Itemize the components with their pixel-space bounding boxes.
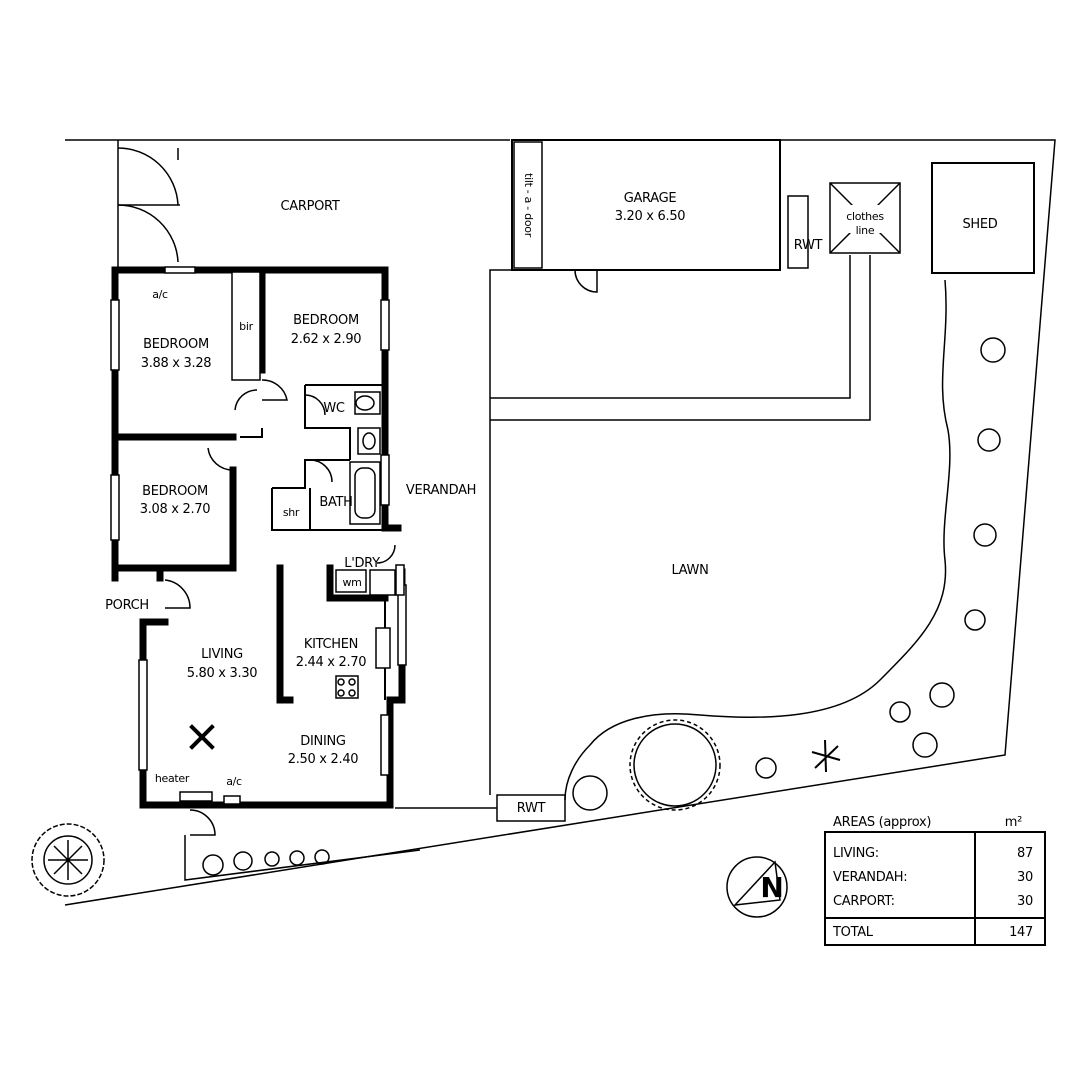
area-row-label: CARPORT: <box>833 894 895 909</box>
area-row-value: 30 <box>1017 894 1033 909</box>
laundry-label: L'DRY <box>344 556 380 571</box>
rwt-tank-bottom <box>496 794 566 822</box>
area-row-value: 30 <box>1017 870 1033 885</box>
verandah-label: VERANDAH <box>406 483 476 498</box>
north-label: N <box>760 871 783 904</box>
washing-machine-label: wm <box>342 576 361 589</box>
garage-size: 3.20 x 6.50 <box>615 209 686 224</box>
bedroom3-label: BEDROOM <box>142 484 208 499</box>
fixtures <box>179 391 405 805</box>
bedroom1-size: 3.88 x 3.28 <box>141 356 212 371</box>
trees <box>31 337 1006 897</box>
bedroom1-label: BEDROOM <box>143 337 209 352</box>
areas-table: AREAS (approx) m² LIVING: 87 VERANDAH: 3… <box>824 815 1046 946</box>
clothes-line-label-2: line <box>856 224 875 237</box>
wc-label: WC <box>323 401 345 416</box>
windows <box>110 266 407 776</box>
living-size: 5.80 x 3.30 <box>187 666 258 681</box>
lawn-label: LAWN <box>671 563 708 578</box>
interior-partitions <box>231 271 390 700</box>
areas-unit: m² <box>1005 815 1022 830</box>
bath-label: BATH <box>319 495 352 510</box>
property-boundary <box>64 139 1056 906</box>
large-tree-icon <box>629 719 721 811</box>
areas-title: AREAS (approx) <box>833 815 931 830</box>
porch-label: PORCH <box>105 598 149 613</box>
dining-label: DINING <box>300 734 345 749</box>
living-label: LIVING <box>201 647 243 662</box>
carport-label: CARPORT <box>280 199 339 214</box>
shed <box>931 162 1035 274</box>
kitchen-size: 2.44 x 2.70 <box>296 655 367 670</box>
bedroom2-size: 2.62 x 2.90 <box>291 332 362 347</box>
north-arrow-icon <box>726 856 788 918</box>
area-row-value: 87 <box>1017 846 1033 861</box>
carport-area <box>117 140 180 268</box>
bir-label: bir <box>239 320 253 333</box>
clothes-line-label: clothes <box>846 210 884 223</box>
shed-label: SHED <box>962 217 997 232</box>
ac-living-label: a/c <box>226 775 242 788</box>
dining-size: 2.50 x 2.40 <box>288 752 359 767</box>
door-swings <box>164 379 421 881</box>
area-row-label: VERANDAH: <box>833 870 907 885</box>
area-total-value: 147 <box>1009 925 1033 940</box>
garden-paths <box>395 255 871 809</box>
garage <box>511 139 781 293</box>
kitchen-label: KITCHEN <box>304 637 358 652</box>
tilt-door-label: tilt - a - door <box>522 173 535 238</box>
shr-label: shr <box>283 506 300 519</box>
room-labels: CARPORT GARAGE 3.20 x 6.50 tilt - a - do… <box>105 173 998 816</box>
rwt-bottom-label: RWT <box>517 801 546 816</box>
area-total-label: TOTAL <box>832 925 874 940</box>
tree-icon <box>31 823 105 897</box>
heater-label: heater <box>155 772 190 785</box>
palm-icon <box>811 739 841 773</box>
bedroom2-label: BEDROOM <box>293 313 359 328</box>
ceiling-fan-icon <box>189 724 215 750</box>
garage-label: GARAGE <box>624 191 677 206</box>
shrub-icon <box>202 337 1006 876</box>
rwt-tank-top <box>787 195 809 269</box>
lawn-edge <box>564 279 951 801</box>
ac-bedroom-label: a/c <box>152 288 168 301</box>
rwt-top-label: RWT <box>794 238 823 253</box>
area-row-label: LIVING: <box>833 846 879 861</box>
clothes-line <box>829 182 901 254</box>
bedroom3-size: 3.08 x 2.70 <box>140 502 211 517</box>
